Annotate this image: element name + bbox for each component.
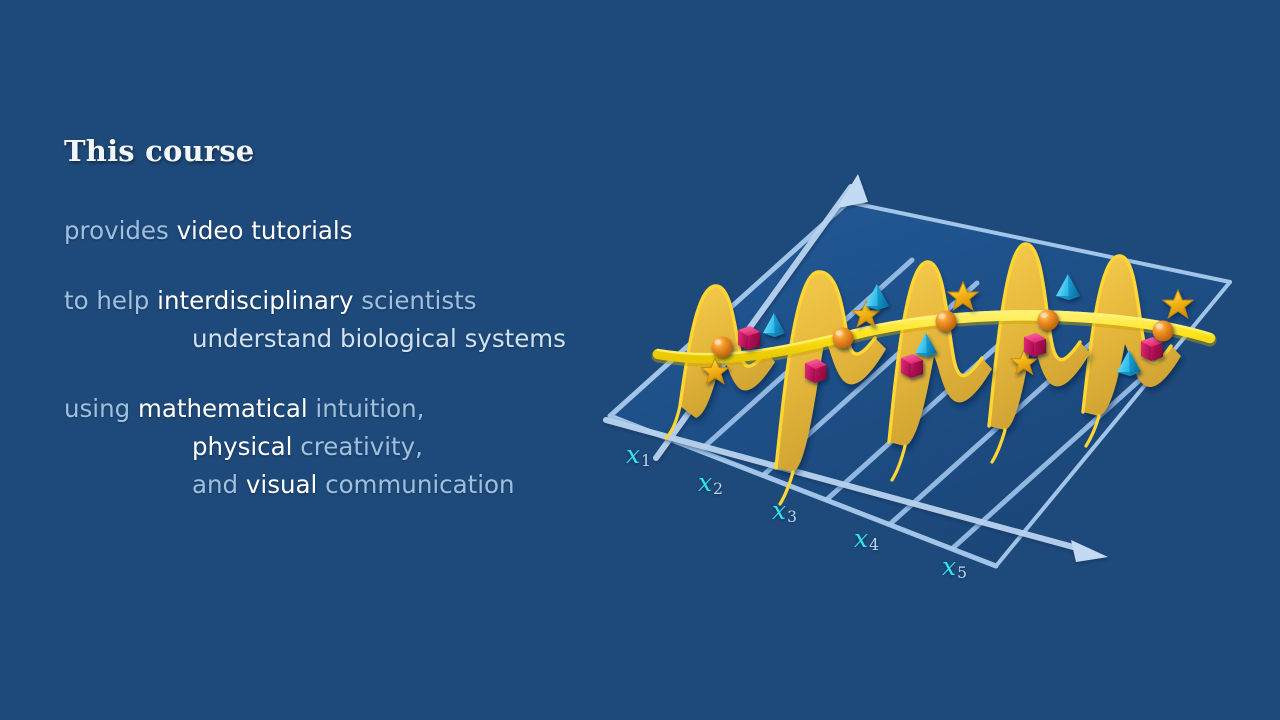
axis-label-x3: x3 <box>772 496 797 526</box>
marker-star <box>1161 288 1195 319</box>
distribution-curve-3 <box>887 260 992 446</box>
para-intuition: using mathematical intuition,physical cr… <box>64 390 624 504</box>
body-text-run: using <box>64 393 138 423</box>
curve-tails <box>778 414 1101 506</box>
marker-pyramid <box>763 313 785 337</box>
axis-label-x1: x1 <box>626 440 651 470</box>
body-text-run: communication <box>317 469 515 499</box>
text-line: physical creativity, <box>64 428 624 466</box>
axis-label-symbol: x <box>854 524 869 553</box>
emphasized-text: interdisciplinary <box>157 285 354 315</box>
para-video-tutorials: provides video tutorials <box>64 212 624 250</box>
marker-pyramid <box>865 284 889 310</box>
text-line: provides video tutorials <box>64 212 624 250</box>
axis-label-subscript: 2 <box>713 480 723 499</box>
marker-sphere <box>711 336 733 358</box>
marker-star <box>851 300 881 328</box>
text-line: and visual communication <box>64 466 624 504</box>
marker-sphere <box>832 327 854 349</box>
distribution-curve-2 <box>774 270 886 472</box>
marker-star <box>1009 348 1039 376</box>
axis-label-subscript: 4 <box>869 536 879 555</box>
marker-sphere <box>1152 320 1174 342</box>
emphasized-text: mathematical <box>137 393 308 423</box>
axis-label-subscript: 5 <box>957 564 967 583</box>
page-title: This course <box>64 134 255 168</box>
axis-label-symbol: x <box>626 440 641 469</box>
axis-label-x2: x2 <box>698 468 723 498</box>
body-text-run: to help <box>64 285 158 315</box>
emphasized-text: physical <box>192 431 293 461</box>
marker-sphere <box>1037 309 1059 331</box>
body-text: provides video tutorials to help interdis… <box>64 212 624 504</box>
text-line: using mathematical intuition, <box>64 390 624 428</box>
body-text-run: understand biological systems <box>192 323 566 353</box>
marker-pyramid <box>1117 350 1141 376</box>
axis-label-symbol: x <box>698 468 713 497</box>
body-text-run: and <box>192 469 246 499</box>
marker-pyramid <box>1056 274 1080 300</box>
body-text-run: scientists <box>353 285 477 315</box>
marker-cube <box>738 326 760 350</box>
data-markers <box>700 274 1195 385</box>
marker-cube <box>901 354 923 378</box>
axis-label-subscript: 1 <box>641 452 651 471</box>
body-text-run: intuition, <box>307 393 425 423</box>
text-line: to help interdisciplinary scientists <box>64 282 624 320</box>
marker-star <box>946 280 980 311</box>
marker-cube <box>1141 337 1163 361</box>
marker-star <box>700 357 730 385</box>
axis-label-symbol: x <box>772 496 787 525</box>
axis-label-x5: x5 <box>942 552 967 582</box>
text-column: This course provides video tutorials to h… <box>64 134 624 504</box>
marker-cube <box>1024 333 1046 357</box>
axis-label-subscript: 3 <box>787 508 797 527</box>
body-text-run: creativity, <box>292 431 423 461</box>
marker-sphere <box>935 310 957 332</box>
body-text-run: provides <box>64 215 177 245</box>
text-line: understand biological systems <box>64 320 624 358</box>
axis-arrow-depth <box>653 174 868 461</box>
axis-label-x4: x4 <box>854 524 879 554</box>
emphasized-text: visual <box>245 469 318 499</box>
axis-label-symbol: x <box>942 552 957 581</box>
axis-arrow-x <box>603 417 1108 562</box>
marker-cube <box>805 359 827 383</box>
marker-pyramid <box>915 333 937 357</box>
figure-svg <box>603 174 1232 569</box>
emphasized-text: video tutorials <box>176 215 353 245</box>
